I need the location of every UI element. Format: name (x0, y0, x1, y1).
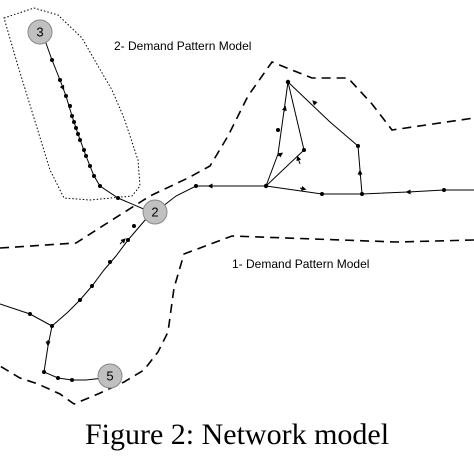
pipe-loop-right (287, 81, 363, 195)
pipe-node2-east (157, 185, 266, 211)
flow-arrows (45, 84, 412, 347)
node-2: 2 (142, 199, 168, 225)
pipe-node3-branch (41, 31, 147, 211)
pipe-loop-bottom (265, 185, 474, 195)
zone-boundary-upper (0, 61, 474, 249)
pipe-main-trunk (43, 211, 153, 381)
node-3-label: 3 (36, 25, 43, 40)
zone-boundary-lower (0, 235, 474, 405)
pipe-network (0, 31, 474, 381)
zone2-label: 2- Demand Pattern Model (114, 39, 251, 53)
figure-caption: Figure 2: Network model (84, 418, 390, 451)
node-3: 3 (27, 19, 53, 45)
zone2-boundary (3, 7, 141, 201)
pipe-left-branch (0, 303, 53, 327)
junctions (28, 58, 446, 382)
pipe-loop-left (265, 81, 289, 187)
node-2-label: 2 (151, 205, 158, 220)
node-5: 5 (97, 363, 123, 389)
zone1-label: 1- Demand Pattern Model (232, 257, 369, 271)
node-5-label: 5 (106, 369, 113, 384)
